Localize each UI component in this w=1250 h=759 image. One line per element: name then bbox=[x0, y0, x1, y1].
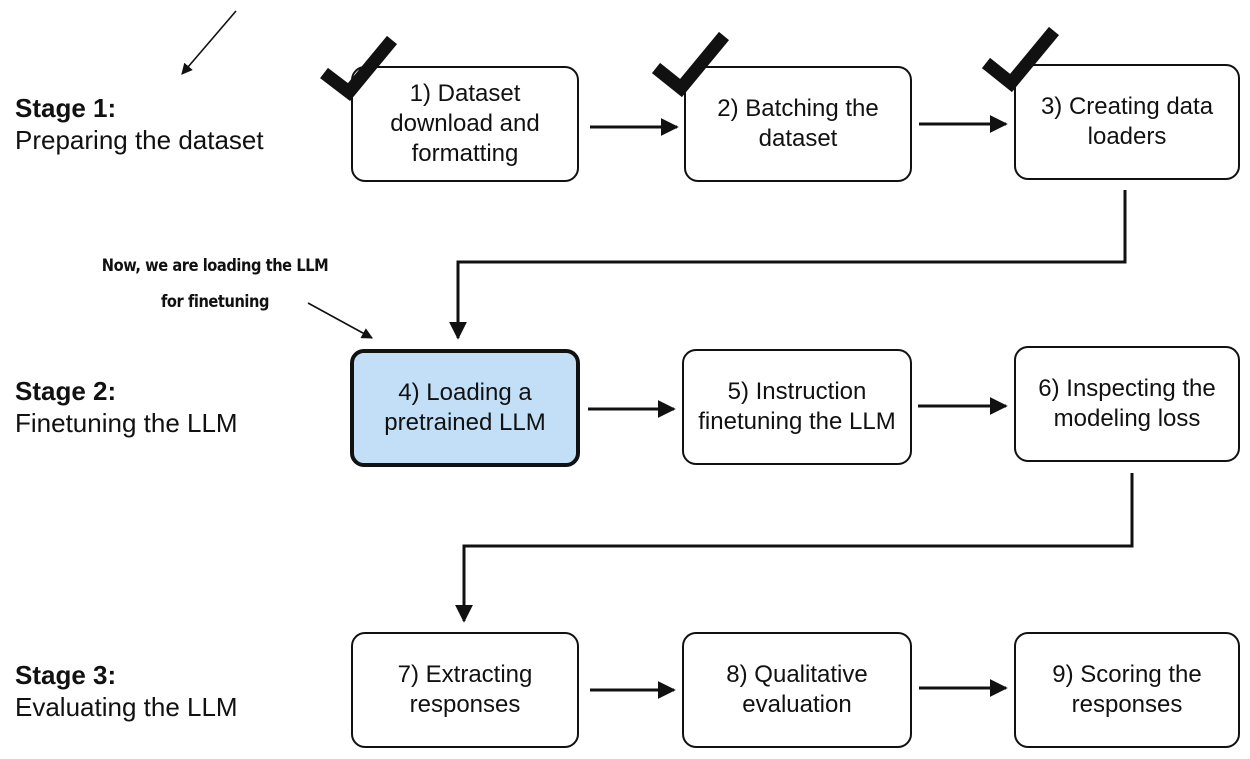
stage-1-subtitle: Preparing the dataset bbox=[15, 125, 264, 155]
step-box-4: 4) Loading a pretrained LLM bbox=[350, 349, 580, 467]
step-box-6: 6) Inspecting the modeling loss bbox=[1014, 346, 1240, 462]
stage-3-label: Stage 3: Evaluating the LLM bbox=[15, 659, 238, 723]
stage-2-label: Stage 2: Finetuning the LLM bbox=[15, 375, 238, 439]
step-box-8: 8) Qualitative evaluation bbox=[682, 632, 912, 748]
step-label-6: 6) Inspecting the modeling loss bbox=[1038, 375, 1216, 432]
step-box-2: 2) Batching the dataset bbox=[684, 66, 912, 182]
stage-1-title: Stage 1: bbox=[15, 93, 117, 123]
step-box-1: 1) Dataset download and formatting bbox=[351, 66, 579, 182]
step-box-7: 7) Extracting responses bbox=[351, 632, 579, 748]
stage-1-label: Stage 1: Preparing the dataset bbox=[15, 92, 264, 156]
connector-6-to-7 bbox=[455, 473, 1134, 623]
step-label-9: 9) Scoring the responses bbox=[1052, 661, 1202, 718]
step-label-2: 2) Batching the dataset bbox=[717, 95, 879, 152]
step-label-7: 7) Extracting responses bbox=[397, 661, 533, 718]
stage-3-subtitle: Evaluating the LLM bbox=[15, 692, 238, 722]
step-label-8: 8) Qualitative evaluation bbox=[726, 661, 868, 718]
connector-3-to-4 bbox=[449, 190, 1127, 340]
annotation-note: Now, we are loading the LLM for finetuni… bbox=[77, 248, 352, 320]
step-box-3: 3) Creating data loaders bbox=[1014, 64, 1240, 180]
step-box-9: 9) Scoring the responses bbox=[1014, 632, 1240, 748]
step-label-5: 5) Instruction finetuning the LLM bbox=[698, 378, 896, 435]
step-label-1: 1) Dataset download and formatting bbox=[390, 80, 540, 167]
step-label-4: 4) Loading a pretrained LLM bbox=[384, 379, 546, 436]
step-box-5: 5) Instruction finetuning the LLM bbox=[682, 349, 912, 465]
step-label-3: 3) Creating data loaders bbox=[1040, 93, 1214, 150]
corner-arrow bbox=[181, 10, 237, 75]
annotation-line-1: Now, we are loading the LLM bbox=[101, 256, 329, 276]
stage-3-title: Stage 3: bbox=[15, 660, 117, 690]
stage-2-subtitle: Finetuning the LLM bbox=[15, 408, 238, 438]
annotation-line-2: for finetuning bbox=[160, 292, 270, 312]
stage-2-title: Stage 2: bbox=[15, 376, 117, 406]
